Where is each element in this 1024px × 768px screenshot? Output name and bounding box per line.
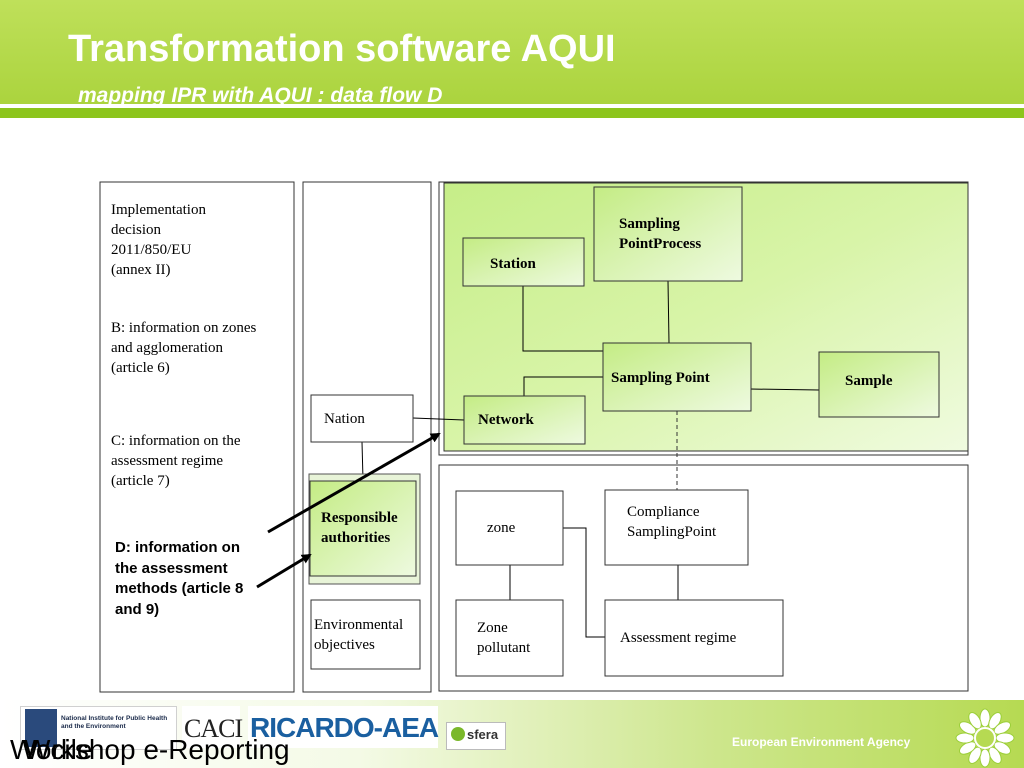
header-divider [0, 104, 1024, 108]
responsible-authorities-label: Responsible authorities [321, 510, 398, 546]
environmental-objectives-box [310, 599, 421, 670]
zone-label: zone [487, 520, 516, 536]
workshop-title: Workshop e-Reporting [10, 734, 290, 765]
rivm-logo-line-1: National Institute for Public Health [61, 715, 168, 722]
network-box [463, 395, 586, 445]
network-label: Network [478, 412, 534, 428]
rivm-emblem-icon [25, 709, 57, 747]
compliance-sampling-point-box [604, 489, 749, 566]
sampling-point-label: Sampling Point [611, 370, 710, 386]
nation-label: Nation [324, 411, 365, 427]
caci-logo: CACI [182, 706, 243, 748]
arrow-to-responsible-authorities [256, 553, 312, 589]
sampling-point-box [602, 342, 752, 412]
eea-sun-icon [955, 708, 1015, 768]
ricardo-aea-logo: RICARDO-AEA [248, 706, 439, 748]
assessment-regime-box [604, 599, 784, 677]
slide-title: Transformation software AQUI [68, 28, 616, 70]
zone-pollutant-box [455, 599, 564, 677]
sample-box [818, 351, 940, 418]
environmental-objectives-label: Environmental objectives [314, 617, 404, 653]
rivm-logo-line-2: and the Environment [61, 723, 126, 730]
assessment-regime-label: Assessment regime [620, 630, 737, 646]
sampling-point-process-label: Sampling PointProcess [619, 216, 702, 252]
zone-pollutant-label: Zone pollutant [477, 620, 531, 656]
left-panel [99, 181, 295, 693]
eea-label: European Environment Agency [732, 735, 911, 749]
compliance-sampling-point-label: Compliance SamplingPoint [627, 504, 717, 540]
slide-subtitle: mapping IPR with AQUI : data flow D [78, 84, 443, 105]
zone-box [455, 490, 564, 566]
item-b-text: B: information on zones and agglomeratio… [111, 320, 257, 376]
connectors [361, 280, 820, 638]
station-label: Station [490, 256, 536, 272]
arrow-to-network [267, 432, 441, 534]
sample-label: Sample [845, 373, 893, 389]
implementation-decision-text: Implementation decision 2011/850/EU (ann… [111, 202, 206, 278]
workshop-overlay-text: Wcile [24, 734, 93, 765]
header-stripe [0, 108, 1024, 118]
item-d-text: D: information on the assessment methods… [115, 539, 244, 618]
slide-header: Transformation software AQUI mapping IPR… [0, 0, 1024, 118]
rivm-logo: National Institute for Public Health and… [20, 706, 177, 750]
nation-box [310, 394, 414, 443]
item-c-text: C: information on the assessment regime … [111, 433, 241, 489]
sfera-logo: sfera [446, 722, 506, 750]
sfera-leaf-icon [451, 727, 465, 741]
sampling-point-process-box [593, 186, 743, 282]
station-box [462, 237, 585, 287]
